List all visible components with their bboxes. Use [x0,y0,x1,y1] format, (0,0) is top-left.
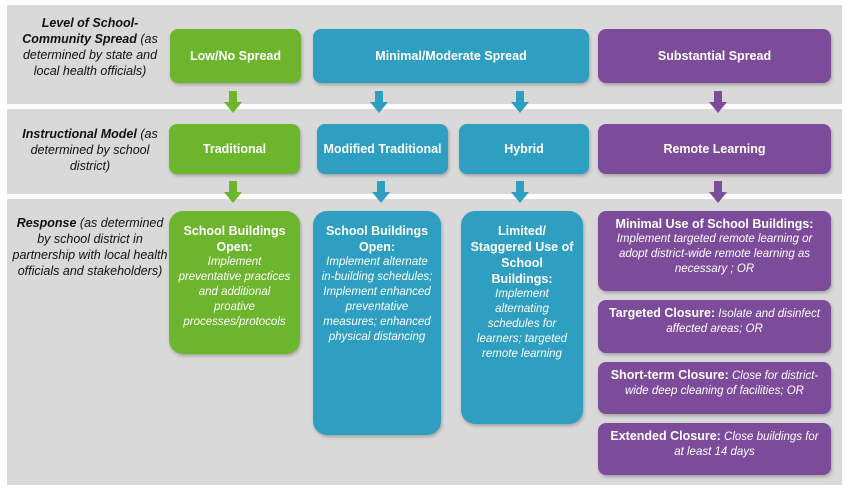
spread-moderate-label: Minimal/Moderate Spread [375,49,527,63]
response-short-term-closure-heading: Short-term Closure: [610,368,729,382]
model-traditional-box: Traditional [169,124,300,174]
arrow-down-icon [511,181,529,203]
arrow-down-icon [224,91,242,113]
arrow-down-icon [224,181,242,203]
model-traditional-label: Traditional [202,142,267,156]
response-targeted-closure-heading: Targeted Closure: [609,306,716,320]
response-hybrid-heading: Limited/ Staggered Use of School Buildin… [470,224,574,286]
response-row-label-note: (as determined by school district in par… [12,216,168,278]
response-targeted-closure-box: Targeted Closure: Isolate and disinfect … [598,300,831,353]
response-targeted-closure-detail: Isolate and disinfect affected areas; OR [666,308,820,335]
spread-low-label: Low/No Spread [190,49,281,63]
response-traditional-heading: School Buildings Open: [183,224,286,254]
arrow-down-icon [511,91,529,113]
model-row-label-title: Instructional Model [22,127,137,141]
model-remote-box: Remote Learning [598,124,831,174]
response-short-term-closure-detail: Close for district-wide deep cleaning of… [625,370,819,397]
response-row-label: Response (as determined by school distri… [10,215,170,279]
arrow-down-icon [372,181,390,203]
response-extended-closure-box: Extended Closure: Close buildings for at… [598,423,831,475]
model-hybrid-box: Hybrid [459,124,589,174]
response-traditional-detail: Implement preventative practices and add… [178,256,291,328]
model-row-label-note: (as determined by school district) [30,127,158,173]
arrow-down-icon [709,181,727,203]
spread-row-label: Level of School-Community Spread (as det… [10,15,170,79]
response-hybrid-box: Limited/ Staggered Use of School Buildin… [461,211,583,424]
model-remote-label: Remote Learning [663,142,766,156]
response-minimal-use-box: Minimal Use of School Buildings: Impleme… [598,211,831,291]
model-modified-box: Modified Traditional [317,124,448,174]
response-hybrid-detail: Implement alternating schedules for lear… [476,288,568,360]
response-row-label-title: Response [16,216,77,230]
response-short-term-closure-box: Short-term Closure: Close for district-w… [598,362,831,414]
spread-moderate-box: Minimal/Moderate Spread [313,29,589,83]
response-modified-heading: School Buildings Open: [325,224,429,254]
spread-substantial-label: Substantial Spread [657,49,772,63]
response-extended-closure-heading: Extended Closure: [610,429,721,443]
model-hybrid-label: Hybrid [504,142,544,156]
response-minimal-use-heading: Minimal Use of School Buildings: [615,217,814,231]
spread-low-box: Low/No Spread [170,29,301,83]
arrow-down-icon [709,91,727,113]
response-traditional-box: School Buildings Open: Implement prevent… [169,211,300,354]
model-row-label: Instructional Model (as determined by sc… [10,126,170,174]
spread-row-label-title: Level of School-Community Spread [22,16,139,46]
spread-row-label-note: (as determined by state and local health… [22,32,158,78]
response-modified-box: School Buildings Open: Implement alterna… [313,211,441,435]
response-extended-closure-detail: Close buildings for at least 14 days [674,431,819,458]
response-minimal-use-detail: Implement targeted remote learning or ad… [616,233,813,275]
response-modified-detail: Implement alternate in-building schedule… [321,256,433,343]
spread-substantial-box: Substantial Spread [598,29,831,83]
model-modified-label: Modified Traditional [323,142,442,156]
arrow-down-icon [370,91,388,113]
